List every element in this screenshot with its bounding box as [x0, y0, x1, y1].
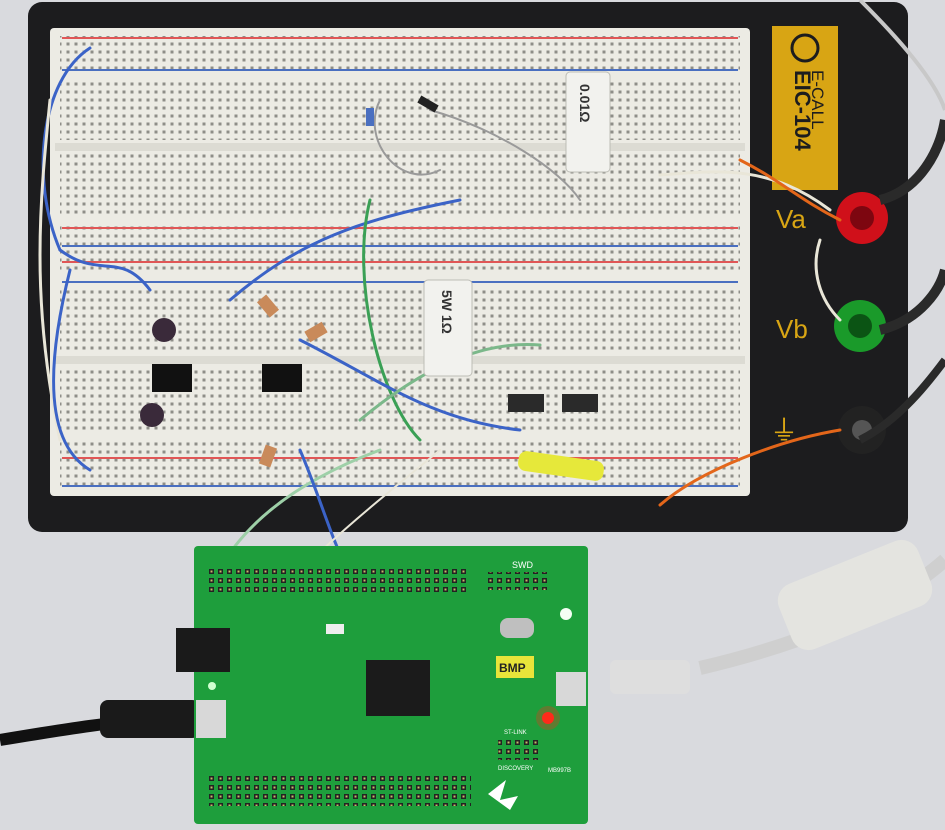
led-glow — [536, 706, 560, 730]
wire-lead — [429, 109, 581, 201]
led-white — [560, 608, 572, 620]
wire-blue — [58, 248, 152, 292]
binding-posts: Va Vb ⏚ — [770, 192, 888, 454]
wire-blue — [41, 46, 92, 252]
power-rail-top — [60, 36, 740, 72]
push-button-2 — [562, 394, 598, 412]
brand-plate: E-CALL EIC-104 — [772, 26, 838, 190]
resistor-small — [366, 108, 374, 126]
microcontroller — [366, 660, 430, 716]
dip-ic-2 — [262, 364, 302, 392]
power-rail-middle — [60, 222, 740, 274]
discovery-board: SWD BMP ST-LINK DISCOVERY MB997B — [176, 546, 588, 824]
terminal-strip — [60, 154, 740, 214]
power-rail-bottom — [60, 438, 740, 488]
wire-white — [38, 98, 62, 442]
center-channel — [55, 143, 745, 151]
brand-label — [772, 26, 838, 190]
terminal-strip — [60, 80, 740, 140]
header-top — [206, 568, 466, 596]
wire-white — [814, 238, 842, 322]
brand-name: E-CALL — [808, 70, 827, 130]
micro-usb-port — [196, 700, 226, 738]
terminal-b-label: Vb — [776, 314, 808, 344]
reset-button — [326, 624, 344, 634]
bmp-label: BMP — [499, 661, 526, 675]
board-id-label: MB997B — [548, 768, 571, 774]
wire-white — [658, 170, 832, 212]
wire-blue — [52, 268, 92, 472]
cable-grey — [858, 0, 945, 111]
resistor-1-marking: 0.01Ω — [577, 84, 593, 122]
discovery-label: DISCOVERY — [498, 766, 533, 772]
axial-component-yellow — [518, 451, 604, 481]
st-logo — [488, 780, 518, 810]
terminal-a-hole — [850, 206, 874, 230]
wire-orange — [738, 158, 842, 222]
mini-usb-port — [556, 672, 586, 706]
power-resistor-2 — [423, 279, 473, 377]
center-channel — [55, 356, 745, 364]
terminal-b-hole — [848, 314, 872, 338]
dip-ic-1 — [152, 364, 192, 392]
diode — [417, 95, 439, 113]
power-resistor-1 — [565, 71, 611, 173]
usb-plug — [610, 660, 690, 694]
wire-green — [362, 198, 422, 442]
cable-black — [858, 357, 945, 444]
stlink-label: ST-LINK — [504, 730, 527, 736]
header-bottom — [206, 776, 471, 806]
swd-header — [486, 572, 550, 590]
model-number: EIC-104 — [790, 70, 815, 151]
wire-blue — [228, 198, 462, 302]
swd-label: SWD — [512, 560, 533, 570]
led-green — [208, 682, 216, 690]
resistor-2-marking: 5W 1Ω — [439, 290, 455, 334]
wire-orange — [658, 428, 842, 507]
wire-lead — [373, 99, 441, 176]
brand-logo — [790, 33, 820, 63]
cable-black — [878, 268, 945, 335]
capacitor-1 — [152, 318, 176, 342]
wire-blue — [298, 338, 522, 432]
terminal-a-label: Va — [776, 204, 806, 234]
audio-jack — [176, 628, 230, 672]
usb-plug-black — [100, 700, 200, 738]
resistor-small — [304, 321, 328, 343]
push-button-1 — [508, 394, 544, 412]
cable-black — [878, 119, 945, 205]
crystal — [500, 618, 534, 638]
terminal-strip — [60, 290, 740, 352]
ferrite-bead — [777, 539, 933, 651]
cables — [0, 0, 945, 746]
bmp-sticker — [496, 656, 534, 678]
resistor-small — [258, 444, 278, 468]
led-red — [542, 712, 554, 724]
components: 0.01Ω 5W 1Ω — [140, 71, 611, 481]
capacitor-2 — [140, 403, 164, 427]
jumper-block — [498, 738, 538, 760]
resistor-small — [256, 294, 280, 318]
